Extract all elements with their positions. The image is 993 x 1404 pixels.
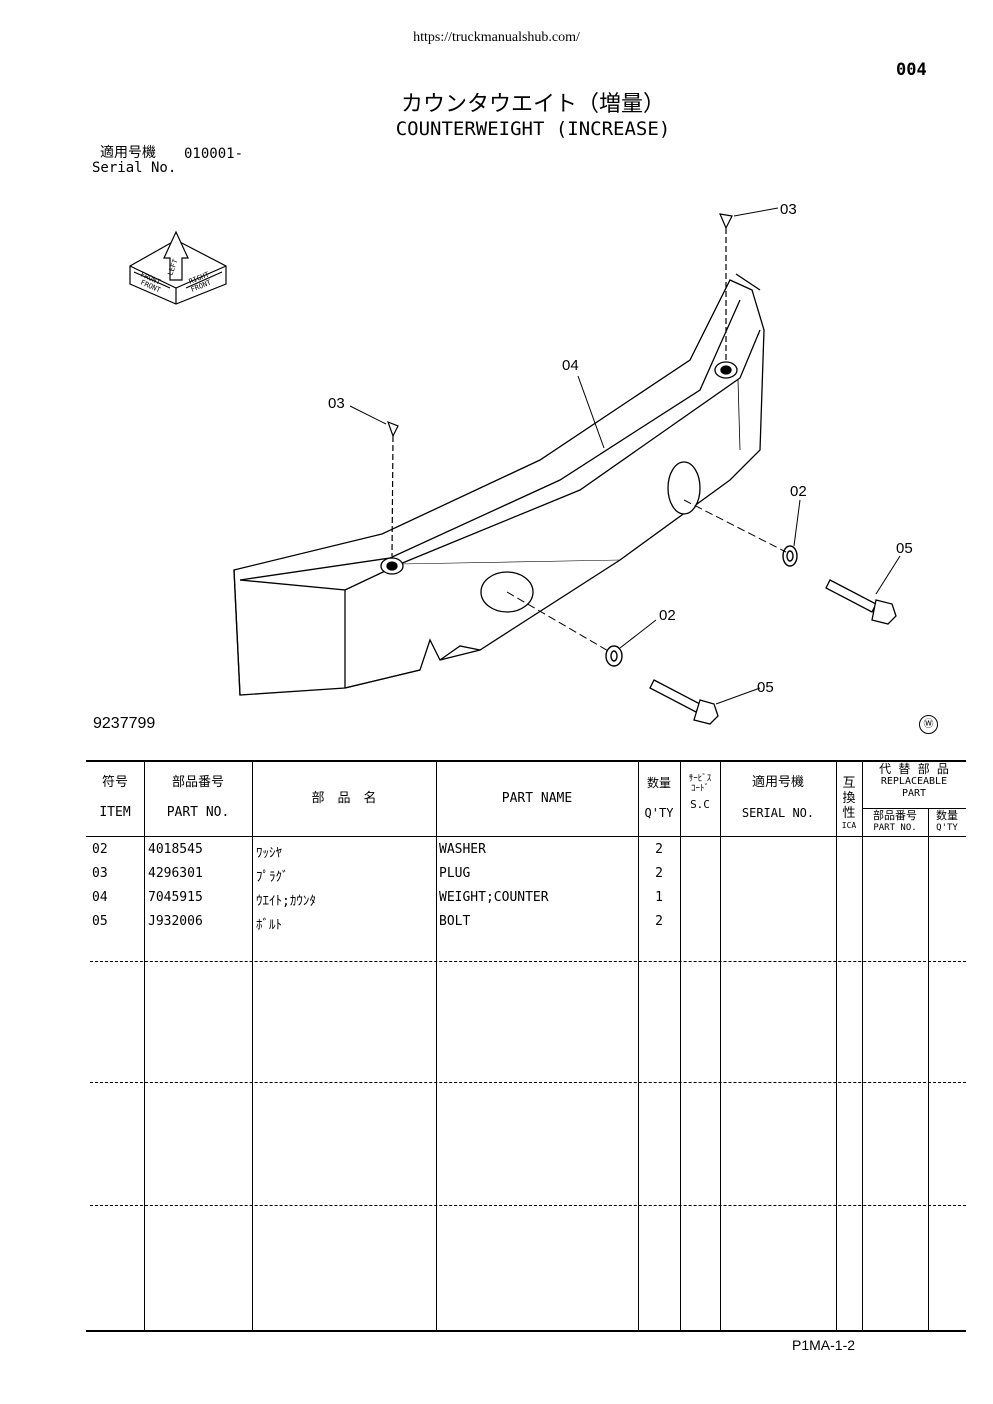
serial-value: 010001- [184,146,244,162]
callout-leaders [349,207,901,705]
row-name-jp: ﾜｯｼﾔ [256,846,282,861]
watermark-mark: Ⓦ [919,715,938,734]
col-divider-4 [638,760,639,1330]
row-qty: 2 [655,842,663,857]
row-part-no: 4296301 [148,866,203,881]
row-part-no: 7045915 [148,890,203,905]
dashed-separator [90,961,966,962]
row-item: 05 [92,914,108,929]
table-bottom-rule [86,1330,966,1332]
header-name-jp: 部 品 名 [311,791,377,806]
callout-03-left: 03 [328,395,345,412]
table-top-rule [86,760,966,762]
plug-part [386,213,733,557]
serial-label-en: Serial No. [92,160,177,176]
replaceable-subrule [862,808,966,809]
dashed-separator [90,1082,966,1083]
callout-05-right: 05 [896,540,913,557]
row-name-en: PLUG [439,866,471,881]
row-item: 02 [92,842,108,857]
row-part-no: 4018545 [148,842,203,857]
header-repl-part-no: 部品番号 PART NO. [873,809,917,834]
parts-table: 符号 ITEM 部品番号 PART NO. 部 品 名 PART NAME 数量… [86,760,966,1332]
row-name-jp: ﾌﾟﾗｸﾞ [256,870,289,885]
page-title-jp: カウンタウエイト（増量） [400,92,665,117]
counterweight-body [233,273,765,696]
col-divider-6 [720,760,721,1330]
page-title-en: COUNTERWEIGHT (INCREASE) [395,118,671,140]
drawing-number: 9237799 [93,715,156,732]
table-header-rule [86,836,966,837]
col-divider-3 [436,760,437,1330]
row-qty: 2 [655,866,663,881]
header-name-en: PART NAME [501,791,573,806]
row-name-jp: ｳｴｲﾄ;ｶｳﾝﾀ [256,894,316,909]
header-part-no: 部品番号 PART NO. [166,775,230,820]
serial-label-jp: 適用号機 [100,145,156,161]
callout-04: 04 [562,357,579,374]
row-item: 03 [92,866,108,881]
page-number: 004 [896,60,927,80]
callout-02-right: 02 [790,483,807,500]
row-name-en: WEIGHT;COUNTER [439,890,549,905]
row-name-en: WASHER [439,842,486,857]
header-ica: 互 換 性 ICA [841,776,857,830]
header-serial: 適用号機 SERIAL NO. [741,775,815,821]
footer-code: P1MA-1-2 [792,1337,856,1353]
header-repl-qty: 数量 Q'TY [936,809,958,834]
header-service-code: ｻｰﾋﾞｽ ｺｰﾄﾞ S.C [688,774,712,811]
row-part-no: J932006 [148,914,203,929]
row-qty: 2 [655,914,663,929]
col-divider-8 [862,760,863,1330]
orientation-icon: FRONT FRONT RIGHT FRONT LEFT [129,230,227,305]
col-divider-2 [252,760,253,1330]
row-name-en: BOLT [439,914,471,929]
header-replaceable: 代 替 部 品 REPLACEABLE PART [879,762,949,799]
row-name-jp: ﾎﾞﾙﾄ [256,918,282,933]
callout-03-top: 03 [780,201,797,218]
row-item: 04 [92,890,108,905]
row-qty: 1 [655,890,663,905]
col-divider-7 [836,760,837,1330]
bolt-part [649,579,897,725]
header-item: 符号 ITEM [99,775,131,820]
counterweight-diagram: FRONT FRONT RIGHT FRONT LEFT [129,201,913,725]
serial-label: 適用号機 Serial No. [92,145,176,176]
source-url: https://truckmanualshub.com/ [413,30,580,45]
washer-part [506,499,798,667]
callout-05-lower: 05 [757,679,774,696]
header-qty: 数量 Q'TY [644,776,674,820]
col-divider-1 [144,760,145,1330]
dashed-separator [90,1205,966,1206]
col-divider-5 [680,760,681,1330]
col-divider-9 [928,808,929,1330]
callout-02-lower: 02 [659,607,676,624]
